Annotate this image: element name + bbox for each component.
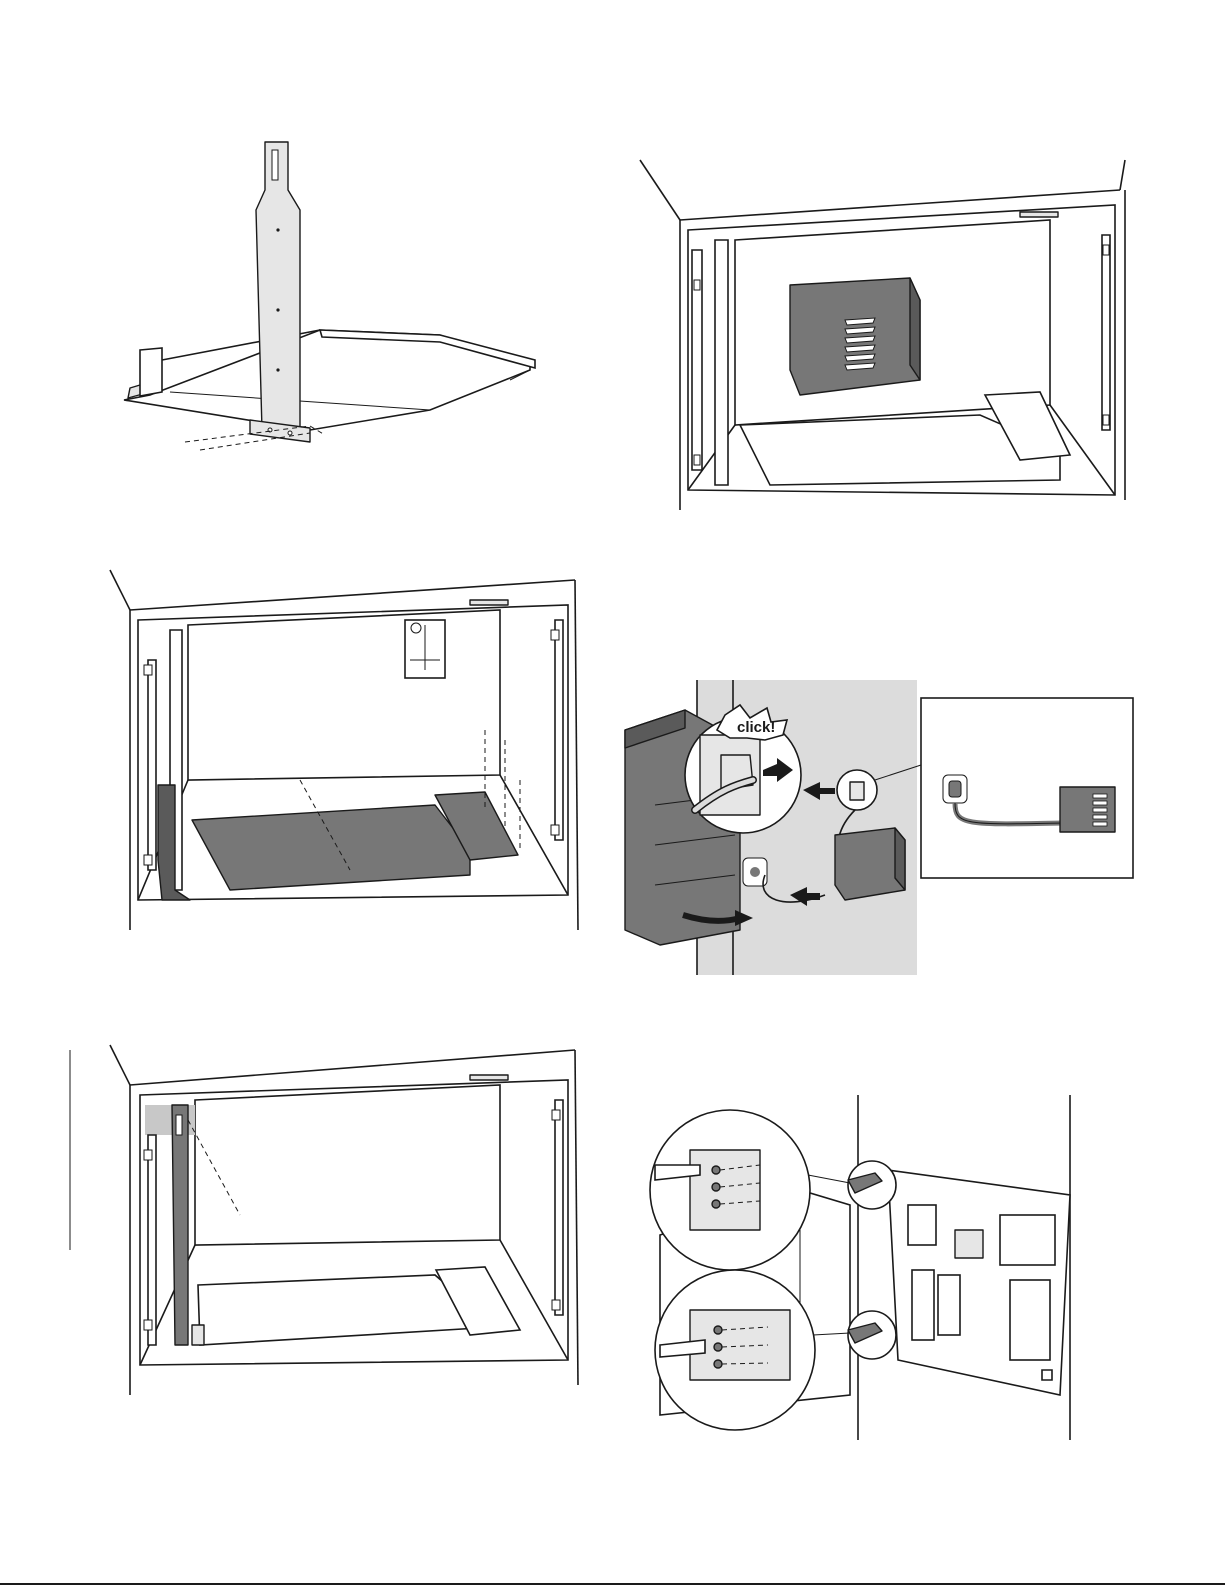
figure-power-cord-connection: click! [625,680,1145,980]
figure-power-unit-in-cabinet [640,160,1140,520]
figure-door-hinge-screws [650,1095,1090,1445]
figure-base-plate-installed [100,570,590,940]
figure-vertical-rail-installed [70,1045,590,1405]
click-label: click! [737,719,775,736]
figure-bracket-assembly [110,130,550,470]
